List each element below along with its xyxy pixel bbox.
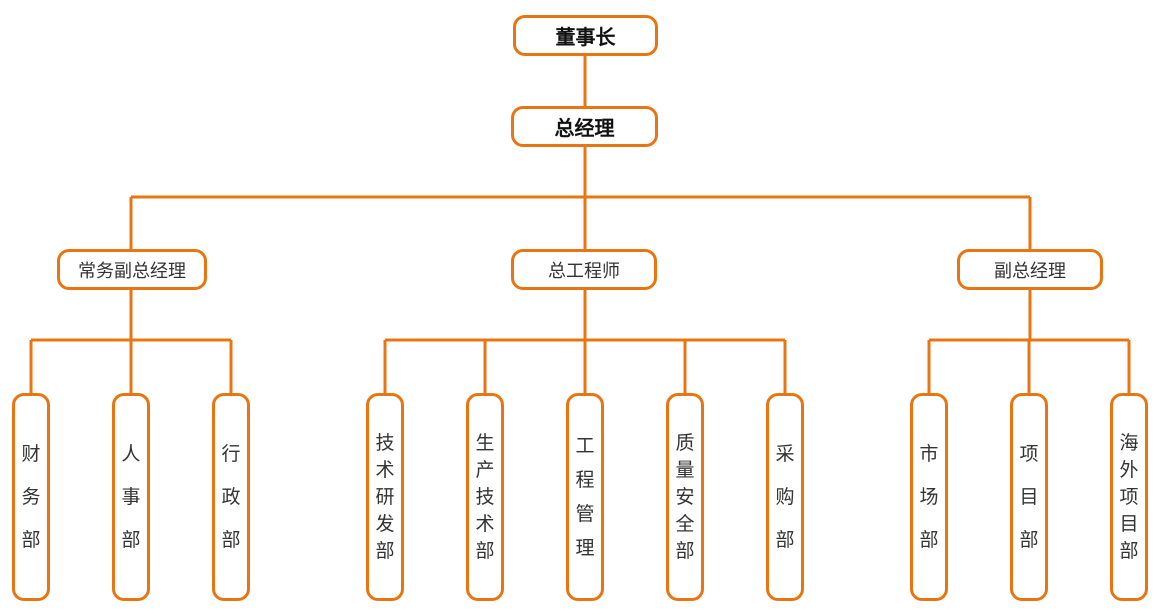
dept-label: 技术研发部 <box>375 431 395 562</box>
node-dept-production-tech: 生产技术部 <box>466 393 504 601</box>
node-dept-quality-safety: 质量安全部 <box>666 393 704 601</box>
node-dept-procurement: 采购部 <box>766 393 804 601</box>
dept-label: 行政部 <box>221 442 241 551</box>
node-dept-tech-rnd: 技术研发部 <box>366 393 404 601</box>
dept-label: 项目部 <box>1019 442 1039 551</box>
node-deputy-gm: 副总经理 <box>957 249 1103 290</box>
dept-label: 质量安全部 <box>675 431 695 562</box>
node-chief-engineer: 总工程师 <box>511 249 657 290</box>
node-executive-deputy-gm: 常务副总经理 <box>57 249 207 290</box>
dept-label: 海外项目部 <box>1119 431 1139 562</box>
dept-label: 人事部 <box>121 442 141 551</box>
node-dept-finance: 财务部 <box>12 393 50 601</box>
dept-label: 采购部 <box>775 442 795 551</box>
node-chairman: 董事长 <box>513 15 658 56</box>
node-dept-administration: 行政部 <box>212 393 250 601</box>
node-general-manager: 总经理 <box>511 106 658 147</box>
node-dept-overseas-project: 海外项目部 <box>1110 393 1148 601</box>
dept-label: 财务部 <box>21 442 41 551</box>
node-dept-engineering-mgmt: 工程管理 <box>566 393 604 601</box>
dept-label: 生产技术部 <box>475 431 495 562</box>
dept-label: 市场部 <box>919 442 939 551</box>
dept-label: 工程管理 <box>575 435 595 559</box>
node-dept-marketing: 市场部 <box>910 393 948 601</box>
node-dept-project: 项目部 <box>1010 393 1048 601</box>
node-dept-hr: 人事部 <box>112 393 150 601</box>
